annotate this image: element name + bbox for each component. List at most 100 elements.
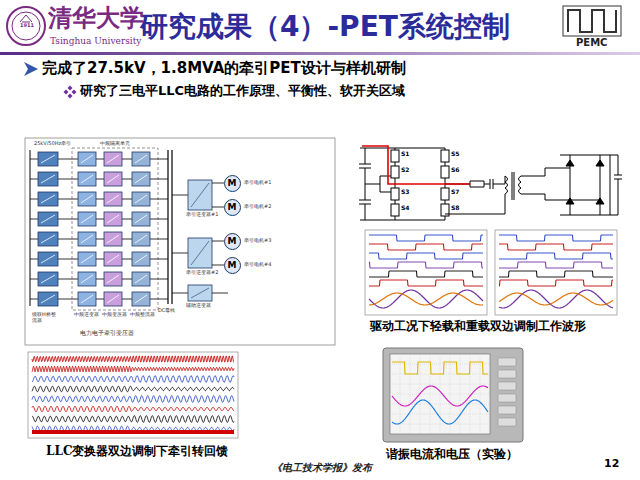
wire	[58, 219, 78, 220]
group-label: 中频隔离单元	[100, 141, 130, 147]
cell-symbol	[107, 295, 119, 303]
inverter-block	[188, 180, 212, 210]
cell-symbol	[81, 235, 93, 243]
scope-voltage-trace	[392, 400, 488, 424]
motor-circle: M	[224, 175, 241, 192]
motor-wire	[212, 241, 224, 242]
switch-label: S6	[451, 167, 460, 174]
current-path	[362, 146, 470, 184]
switch	[441, 188, 449, 200]
inverter-label: 牵引逆变器#1	[186, 211, 218, 217]
panel-frame	[495, 230, 617, 315]
converter-cell	[132, 232, 150, 246]
cell-symbol	[107, 255, 119, 263]
figure-caption: LLC变换器双边调制下牵引转回馈	[46, 445, 228, 459]
cell-symbol	[107, 215, 119, 223]
gate-signal-trace	[369, 271, 483, 277]
bus-label: DC母线	[158, 307, 175, 313]
input-line	[30, 150, 31, 306]
seal-ring	[12, 12, 40, 40]
bullet-diamond	[64, 90, 69, 95]
wire	[150, 279, 168, 280]
cell-symbol	[81, 215, 93, 223]
converter-cell	[78, 272, 96, 286]
cell-symbol	[41, 155, 55, 163]
scope-button	[498, 358, 516, 366]
wire	[122, 179, 132, 180]
inverter-label: 辅助逆变器	[186, 302, 211, 308]
logo-text: 清华大学	[48, 3, 144, 32]
cell-symbol	[41, 195, 55, 203]
scope-grid	[390, 414, 490, 415]
cell-symbol	[41, 235, 55, 243]
figure-caption: 谐振电流和电压（实验）	[386, 448, 518, 462]
bus-label: DC母线	[158, 308, 175, 314]
wire	[150, 299, 168, 300]
bullet-diamonds	[64, 86, 77, 99]
university-seal	[7, 7, 45, 45]
wire	[58, 159, 78, 160]
figure-caption: 驱动工况下轻载和重载双边调制工作波形	[370, 319, 586, 333]
converter-cell	[38, 252, 58, 266]
regeneration-trace	[32, 356, 234, 362]
seal-emblem	[20, 15, 32, 22]
gate-signal-trace	[369, 235, 483, 241]
regeneration-trace	[32, 376, 234, 383]
logo-year: 1911	[20, 23, 34, 29]
group-label: 中频隔离单元	[100, 140, 130, 146]
logo-year: 1911	[20, 22, 34, 28]
wire	[96, 259, 104, 260]
motor-label: 牵引电机#4	[244, 262, 271, 268]
switch	[391, 188, 399, 200]
switch-label: S8	[451, 205, 460, 212]
stage-label: 级联H桥整流器	[32, 312, 58, 324]
wire	[122, 299, 132, 300]
cell-symbol	[191, 183, 209, 207]
motor-label: 牵引电机#3	[244, 237, 271, 243]
switch-label: S5	[451, 151, 460, 158]
gate-signal-trace	[369, 253, 483, 259]
inverter-label: 牵引逆变器#2	[186, 269, 218, 275]
motor-label: 牵引电机#4	[244, 261, 271, 267]
converter-cell	[132, 152, 150, 166]
stage-label: 中频整流器	[130, 311, 155, 317]
converter-cell	[38, 152, 58, 166]
logo-text: PEMC	[576, 37, 607, 48]
header-rule	[0, 52, 640, 55]
wire	[150, 219, 168, 220]
switch-label: S4	[401, 204, 410, 211]
cell-symbol	[135, 175, 147, 183]
gate-signal-trace	[369, 280, 483, 286]
converter-cell	[104, 152, 122, 166]
switch-label: S6	[451, 166, 460, 173]
figure-caption: 谐振电流和电压（实验）	[386, 447, 518, 461]
wire	[58, 179, 78, 180]
switch	[441, 166, 449, 178]
converter-cell	[78, 292, 96, 306]
cell-symbol	[107, 155, 119, 163]
motor-circle: M	[224, 199, 241, 216]
figure-caption: LLC变换器双边调制下牵引转回馈	[46, 444, 228, 458]
diode	[566, 198, 574, 204]
switch-label: S5	[451, 150, 460, 157]
stage-label: 中频变压器	[102, 311, 127, 317]
scope-screen	[390, 354, 490, 434]
scope-button	[498, 382, 516, 390]
footer-source: 《电工技术学报》发布	[272, 462, 372, 474]
scope-button	[498, 406, 516, 414]
converter-cell	[78, 252, 96, 266]
wire	[96, 239, 104, 240]
regeneration-trace	[32, 366, 234, 372]
cell-symbol	[107, 235, 119, 243]
dc-bus	[171, 150, 172, 304]
logo-subtitle: Tsinghua University	[50, 36, 141, 46]
motor-label: 牵引电机#3	[244, 238, 271, 244]
cell-symbol	[191, 241, 209, 265]
inverter-label: 牵引逆变器#1	[186, 212, 218, 218]
cell-symbol	[135, 235, 147, 243]
inverter-label: 辅助逆变器	[186, 303, 211, 309]
gate-signal-trace	[499, 235, 613, 241]
motor-wire	[212, 265, 224, 266]
converter-cell	[104, 172, 122, 186]
scope-grid	[390, 424, 490, 425]
